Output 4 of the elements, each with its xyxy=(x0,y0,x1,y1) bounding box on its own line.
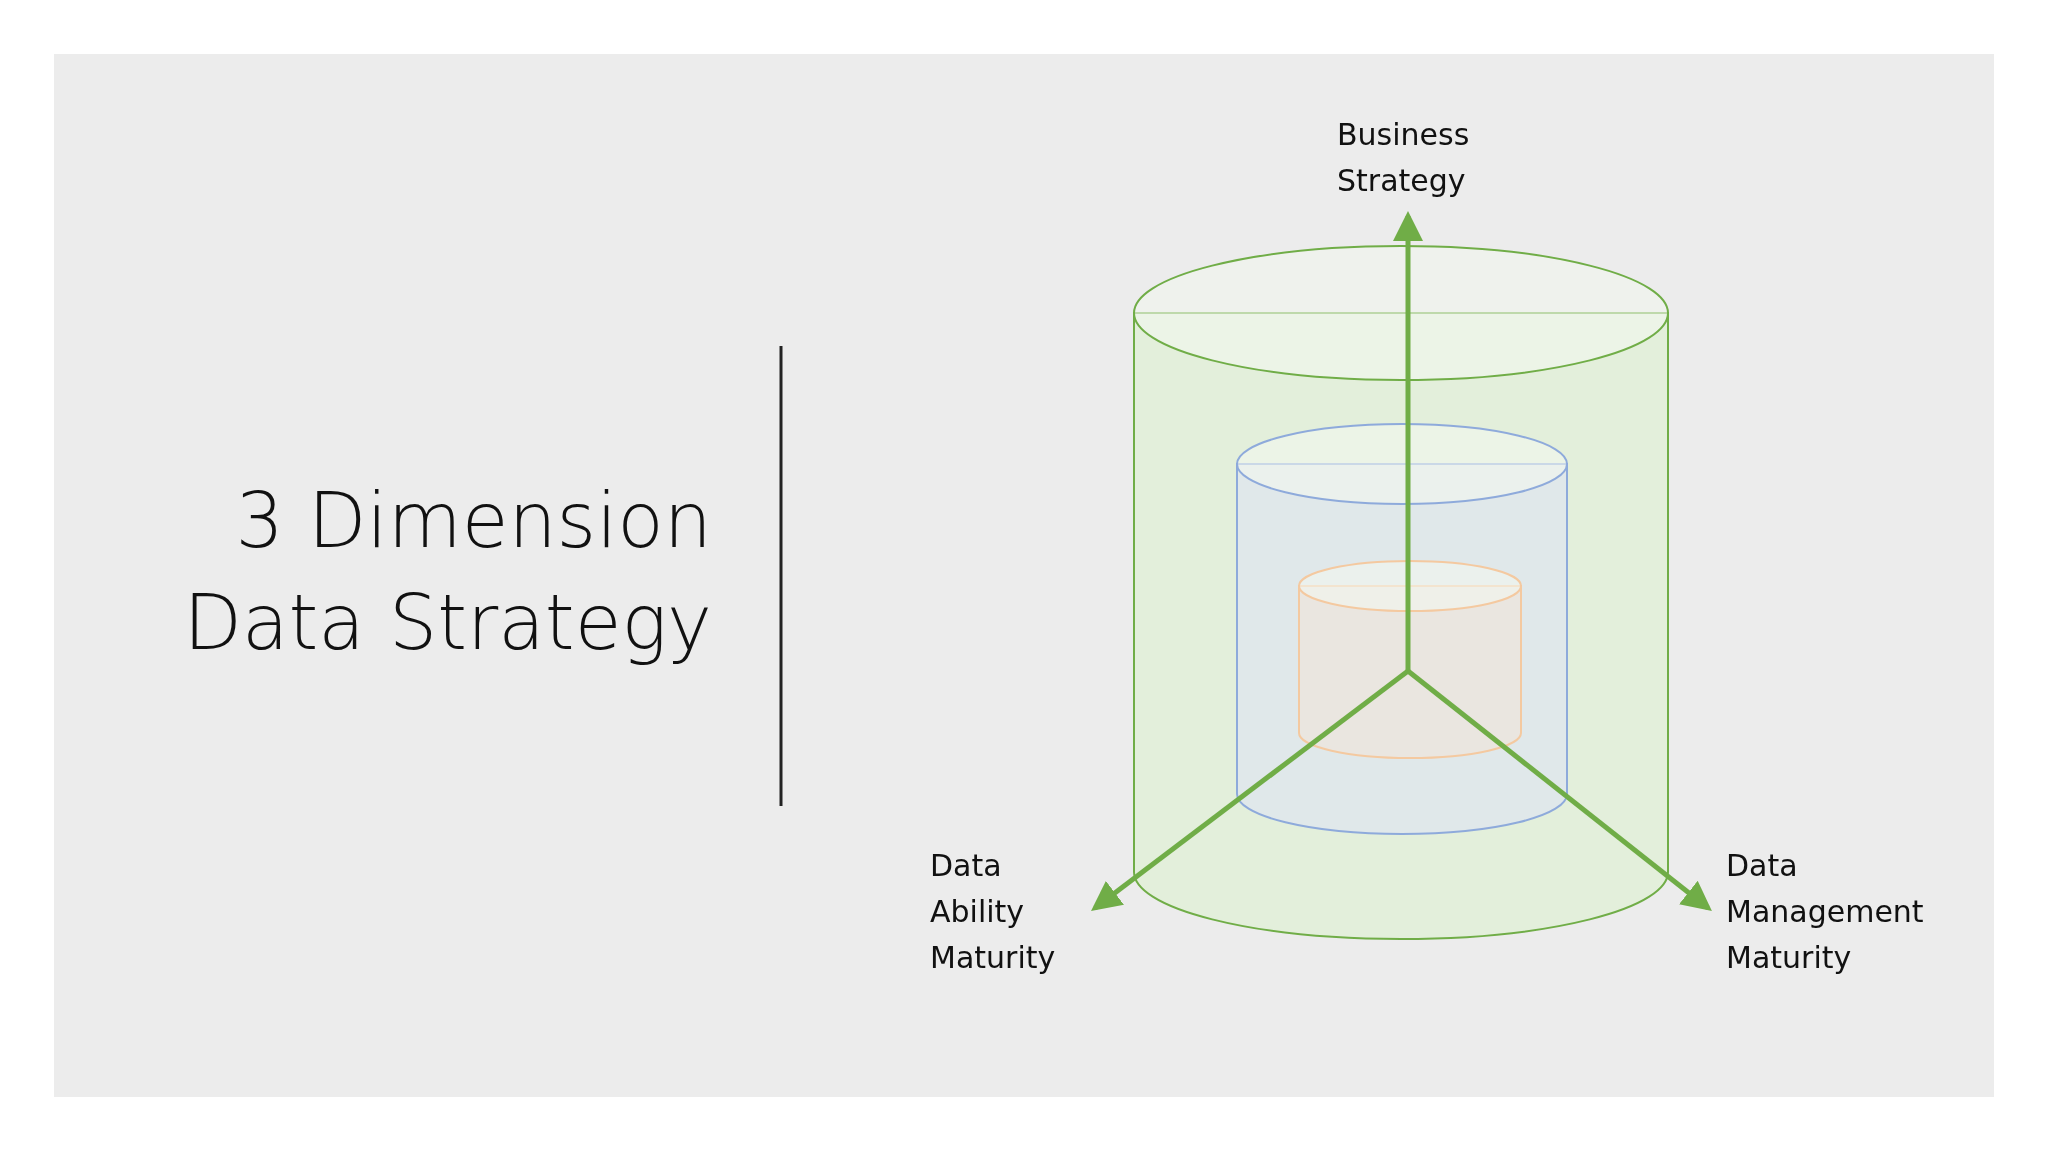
axis-label: Data Management Maturity xyxy=(1726,847,1924,977)
axis-label: Business Strategy xyxy=(1337,116,1470,200)
axis-label: Data Ability Maturity xyxy=(930,847,1056,977)
slide-title: 3 Dimension Data Strategy xyxy=(182,475,712,669)
